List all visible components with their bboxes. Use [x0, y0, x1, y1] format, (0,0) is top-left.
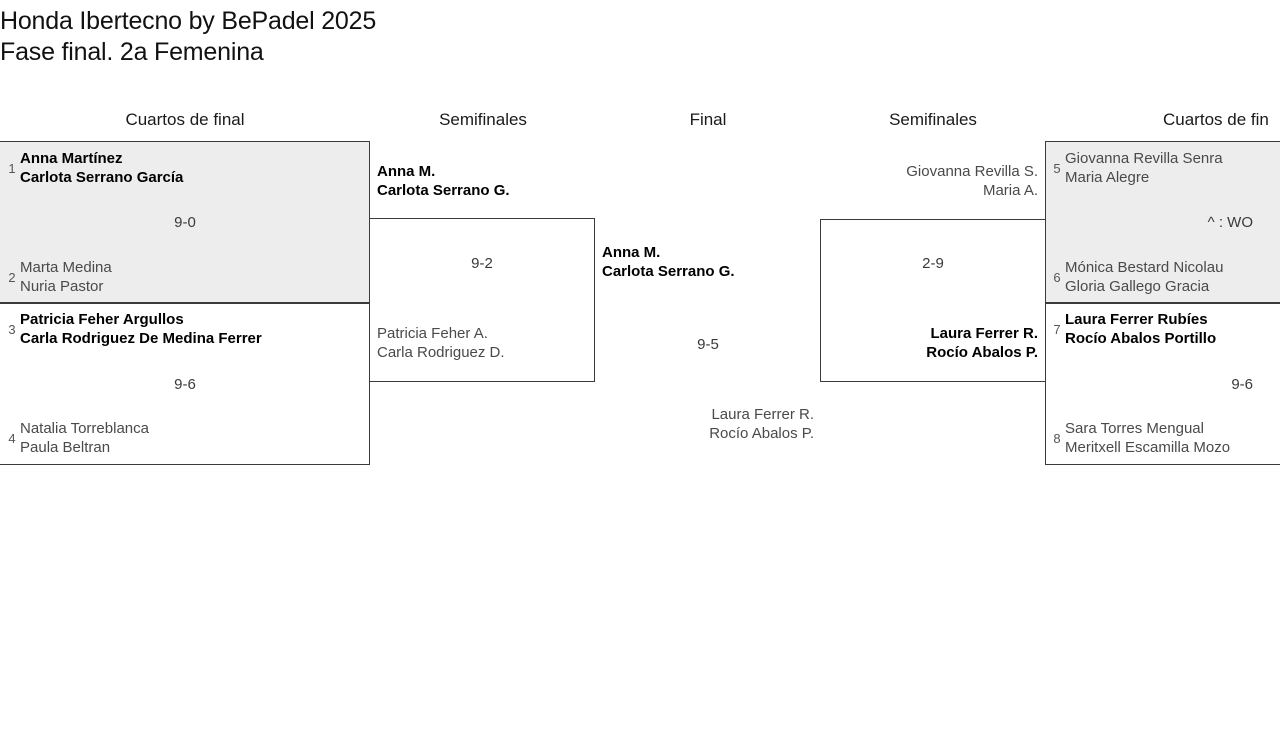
- team-seed-2[interactable]: 2 Marta Medina Nuria Pastor: [4, 258, 344, 296]
- team-seed-1[interactable]: 1 Anna Martínez Carlota Serrano García: [4, 149, 344, 187]
- player-name-2: Rocío Abalos Portillo: [1065, 330, 1217, 347]
- match-right-quarterfinal-1[interactable]: [1045, 141, 1280, 303]
- player-name-1: Natalia Torreblanca: [20, 420, 149, 437]
- team-seed-4[interactable]: 4 Natalia Torreblanca Paula Beltran: [4, 419, 354, 457]
- player-name-2: Carla Rodriguez De Medina Ferrer: [20, 330, 262, 347]
- player-name-2: Rocío Abalos P.: [926, 344, 1038, 361]
- round-header-right-quarterfinals: Cuartos de fin: [1163, 110, 1269, 129]
- seed-number: 4: [8, 430, 16, 446]
- team-seed-5[interactable]: 5 Giovanna Revilla Senra Maria Alegre: [1049, 149, 1279, 187]
- round-header-left-semifinals: Semifinales: [439, 110, 527, 129]
- player-name-2: Carla Rodriguez D.: [377, 344, 505, 361]
- team-names: Giovanna Revilla Senra Maria Alegre: [1065, 149, 1223, 187]
- score-left-semifinal: 9-2: [471, 255, 493, 272]
- team-seed-6[interactable]: 6 Mónica Bestard Nicolau Gloria Gallego …: [1049, 258, 1279, 296]
- team-right-semifinal-bottom[interactable]: Laura Ferrer R. Rocío Abalos P.: [823, 324, 1038, 362]
- round-header-final: Final: [689, 110, 727, 129]
- match-right-semifinal[interactable]: [820, 219, 1046, 382]
- seed-number: 6: [1053, 269, 1061, 285]
- team-left-semifinal-top[interactable]: Anna M. Carlota Serrano G.: [377, 162, 592, 200]
- player-name-1: Mónica Bestard Nicolau: [1065, 259, 1224, 276]
- match-left-quarterfinal-2[interactable]: [0, 303, 370, 465]
- team-seed-3[interactable]: 3 Patricia Feher Argullos Carla Rodrigue…: [4, 310, 354, 348]
- tournament-phase: Fase final. 2a Femenina: [0, 38, 264, 66]
- player-name-1: Anna M.: [602, 244, 661, 261]
- tournament-title-block: Honda Ibertecno by BePadel 2025 Fase fin…: [0, 6, 900, 68]
- player-name-1: Anna Martínez: [20, 150, 123, 167]
- seed-number: 3: [8, 321, 16, 337]
- score-right-semifinal: 2-9: [922, 255, 944, 272]
- score-left-quarterfinal-1: 9-0: [174, 214, 196, 231]
- team-names: Laura Ferrer R. Rocío Abalos P.: [926, 324, 1038, 362]
- round-header-left-quarterfinals: Cuartos de final: [125, 110, 245, 129]
- team-names: Patricia Feher Argullos Carla Rodriguez …: [20, 310, 262, 348]
- team-names: Mónica Bestard Nicolau Gloria Gallego Gr…: [1065, 258, 1223, 296]
- team-names: Natalia Torreblanca Paula Beltran: [20, 419, 149, 457]
- team-final-bottom[interactable]: Laura Ferrer R. Rocío Abalos P.: [600, 405, 814, 443]
- player-name-2: Nuria Pastor: [20, 278, 104, 295]
- score-right-quarterfinal-2: 9-6: [1231, 376, 1253, 393]
- player-name-1: Marta Medina: [20, 259, 112, 276]
- team-names: Patricia Feher A. Carla Rodriguez D.: [377, 324, 505, 362]
- match-left-quarterfinal-1[interactable]: [0, 141, 370, 303]
- player-name-1: Sara Torres Mengual: [1065, 420, 1204, 437]
- player-name-2: Carlota Serrano G.: [377, 182, 510, 199]
- seed-number: 2: [8, 269, 16, 285]
- team-seed-7[interactable]: 7 Laura Ferrer Rubíes Rocío Abalos Porti…: [1049, 310, 1279, 348]
- player-name-1: Laura Ferrer R.: [930, 325, 1038, 342]
- team-names: Anna M. Carlota Serrano G.: [602, 243, 735, 281]
- team-names: Marta Medina Nuria Pastor: [20, 258, 112, 296]
- team-right-semifinal-top[interactable]: Giovanna Revilla S. Maria A.: [823, 162, 1038, 200]
- player-name-1: Anna M.: [377, 163, 436, 180]
- player-name-2: Carlota Serrano G.: [602, 263, 735, 280]
- score-left-quarterfinal-2: 9-6: [174, 376, 196, 393]
- team-names: Anna Martínez Carlota Serrano García: [20, 149, 183, 187]
- round-header-right-semifinals: Semifinales: [889, 110, 977, 129]
- player-name-2: Carlota Serrano García: [20, 169, 184, 186]
- player-name-2: Maria Alegre: [1065, 169, 1150, 186]
- seed-number: 8: [1053, 430, 1061, 446]
- player-name-1: Laura Ferrer Rubíes: [1065, 311, 1208, 328]
- player-name-2: Maria A.: [982, 182, 1038, 199]
- score-final: 9-5: [697, 336, 719, 353]
- player-name-2: Rocío Abalos P.: [709, 425, 814, 442]
- team-left-semifinal-bottom[interactable]: Patricia Feher A. Carla Rodriguez D.: [377, 324, 592, 362]
- team-final-top[interactable]: Anna M. Carlota Serrano G.: [602, 243, 817, 281]
- team-names: Sara Torres Mengual Meritxell Escamilla …: [1065, 419, 1230, 457]
- player-name-1: Giovanna Revilla S.: [906, 163, 1038, 180]
- match-right-quarterfinal-2[interactable]: [1045, 303, 1280, 465]
- seed-number: 1: [8, 160, 16, 176]
- team-names: Anna M. Carlota Serrano G.: [377, 162, 510, 200]
- player-name-2: Paula Beltran: [20, 439, 111, 456]
- player-name-1: Patricia Feher A.: [377, 325, 488, 342]
- seed-number: 7: [1053, 321, 1061, 337]
- player-name-2: Gloria Gallego Gracia: [1065, 278, 1210, 295]
- team-names: Laura Ferrer R. Rocío Abalos P.: [709, 405, 814, 443]
- match-left-semifinal[interactable]: [369, 218, 595, 382]
- tournament-name: Honda Ibertecno by BePadel 2025: [0, 7, 377, 35]
- seed-number: 5: [1053, 160, 1061, 176]
- player-name-1: Patricia Feher Argullos: [20, 311, 184, 328]
- team-seed-8[interactable]: 8 Sara Torres Mengual Meritxell Escamill…: [1049, 419, 1279, 457]
- score-right-quarterfinal-1: ^ : WO: [1207, 214, 1253, 231]
- team-names: Giovanna Revilla S. Maria A.: [906, 162, 1038, 200]
- player-name-1: Giovanna Revilla Senra: [1065, 150, 1223, 167]
- player-name-2: Meritxell Escamilla Mozo: [1065, 439, 1231, 456]
- player-name-1: Laura Ferrer R.: [711, 406, 814, 423]
- team-names: Laura Ferrer Rubíes Rocío Abalos Portill…: [1065, 310, 1216, 348]
